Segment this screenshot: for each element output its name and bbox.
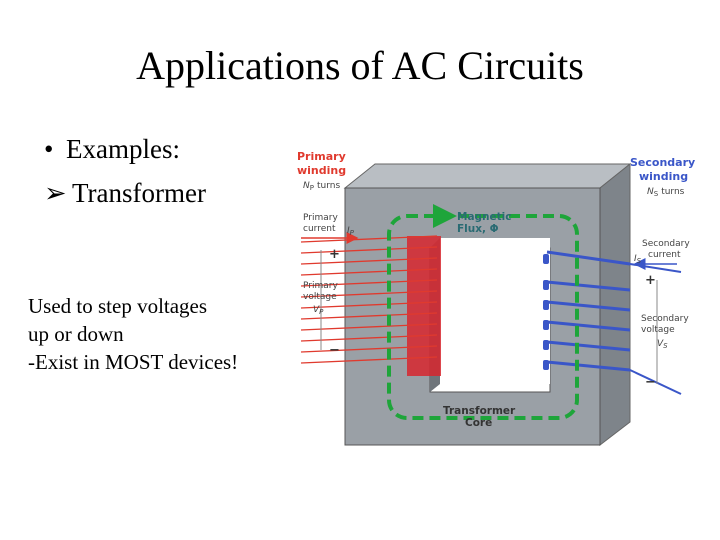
primary-turns-word: turns <box>317 181 340 191</box>
slide-title: Applications of AC Circuits <box>136 43 584 88</box>
flux-label-2: Flux, Φ <box>457 223 499 235</box>
bullet-transformer-text: Transformer <box>72 178 206 208</box>
is-label: IS <box>634 254 642 265</box>
core-label-2: Core <box>465 417 492 429</box>
core-top-face <box>343 163 632 189</box>
core-right-face <box>599 162 631 447</box>
secondary-lead-bottom <box>629 369 682 395</box>
secondary-voltage-label-1: Secondary <box>641 314 689 324</box>
secondary-turns-symbol: N <box>647 187 654 197</box>
flux-loop <box>387 214 579 420</box>
primary-coil-turns <box>300 235 438 364</box>
primary-turns-sub: P <box>310 184 314 192</box>
note-line-3: -Exist in MOST devices! <box>28 350 239 374</box>
primary-turns-symbol: N <box>303 181 310 191</box>
core-window <box>440 238 550 384</box>
secondary-lead-top <box>629 263 682 273</box>
bullet-examples-text: Examples: <box>66 134 180 164</box>
is-symbol: I <box>634 254 637 264</box>
ip-label: IP <box>347 226 355 237</box>
secondary-current-label-2: current <box>648 250 681 260</box>
primary-minus: − <box>329 343 340 358</box>
bullet-transformer: ➢Transformer <box>44 178 206 209</box>
bullet-examples: • Examples: <box>44 134 180 165</box>
bullet-dot-icon: • <box>44 134 54 164</box>
vp-sub: P <box>319 308 324 316</box>
vs-sub: S <box>663 342 668 350</box>
vs-label: VS <box>657 339 668 350</box>
note-line-1: Used to step voltages <box>28 294 208 318</box>
secondary-turns-sub: S <box>654 190 659 198</box>
secondary-turns-word: turns <box>661 187 684 197</box>
core-label-1: Transformer <box>443 405 516 417</box>
primary-coil-block <box>407 236 441 376</box>
secondary-coil-ends <box>543 254 549 370</box>
primary-current-label-2: current <box>303 224 336 234</box>
vs-symbol: V <box>657 339 664 349</box>
primary-winding-label-1: Primary <box>297 150 346 163</box>
ip-sub: P <box>350 229 355 237</box>
note-line-2: up or down <box>28 322 124 346</box>
ip-symbol: I <box>347 226 350 236</box>
primary-voltage-label-2: voltage <box>303 292 337 302</box>
note-text: Used to step voltages up or down -Exist … <box>28 292 288 376</box>
primary-current-label-1: Primary <box>303 213 338 223</box>
vp-symbol: V <box>313 305 320 315</box>
vp-label: VP <box>313 305 324 316</box>
secondary-current-label-1: Secondary <box>642 239 690 249</box>
is-sub: S <box>637 257 642 265</box>
secondary-minus: − <box>645 375 656 390</box>
secondary-winding-label-2: winding <box>639 170 688 183</box>
primary-winding-label-2: winding <box>297 164 346 177</box>
primary-plus: + <box>329 247 340 262</box>
primary-voltage-label-1: Primary <box>303 281 338 291</box>
flux-label-1: Magnetic <box>457 211 512 223</box>
secondary-plus: + <box>645 273 656 288</box>
secondary-winding-label-1: Secondary <box>630 156 695 169</box>
secondary-coil-turns <box>546 250 631 372</box>
arrow-bullet-icon: ➢ <box>44 178 67 208</box>
secondary-voltage-label-2: voltage <box>641 325 675 335</box>
